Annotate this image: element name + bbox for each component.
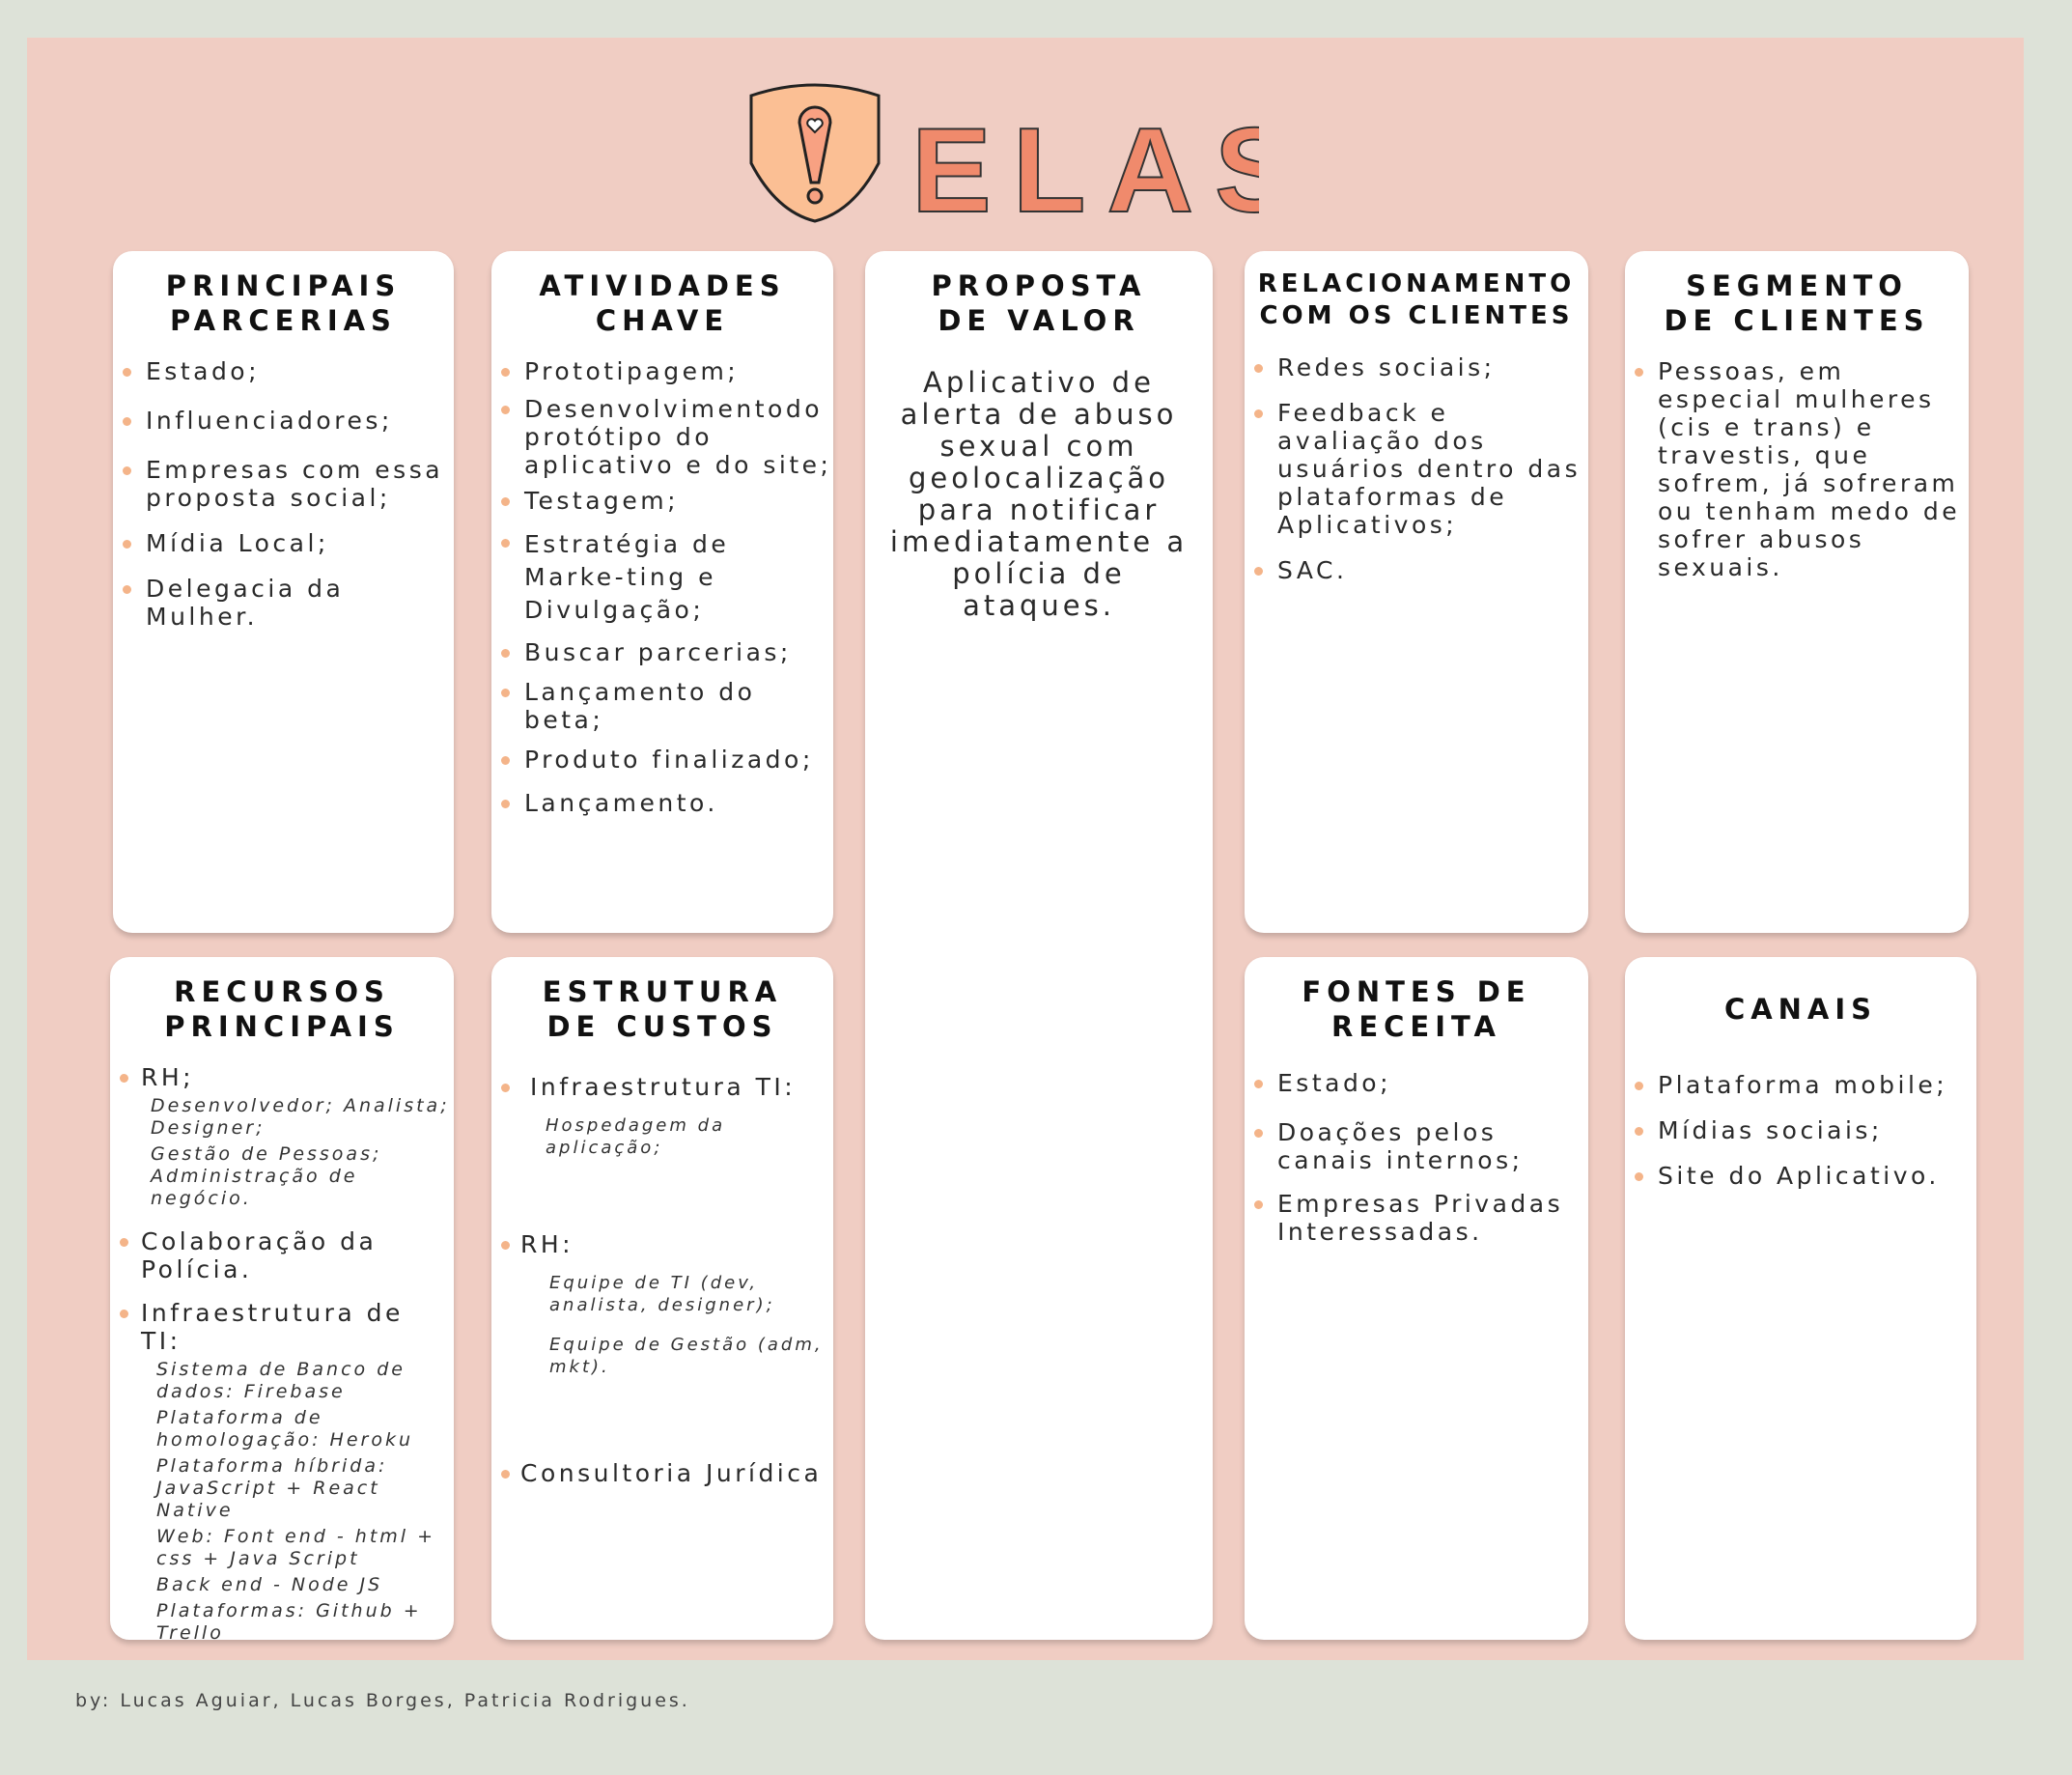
value-proposition-text: Aplicativo de alerta de abuso sexual com…	[889, 366, 1189, 622]
list-item: RH; Desenvolvedor; Analista; Designer; G…	[110, 1063, 454, 1210]
list-item: Redes sociais;	[1245, 353, 1588, 381]
canvas-board: ELAS PRINCIPAIS PARCERIAS Estado; Influe…	[27, 38, 2024, 1660]
list-item: Mídia Local;	[113, 529, 454, 557]
card-title: RELACIONAMENTO COM OS CLIENTES	[1257, 269, 1576, 330]
list-item: Consultoria Jurídica	[491, 1459, 833, 1487]
list-item: Infraestrutura de TI: Sistema de Banco d…	[110, 1299, 454, 1645]
card-title: PRINCIPAIS PARCERIAS	[165, 269, 402, 337]
list-item: SAC.	[1245, 556, 1588, 584]
card-title: ATIVIDADES CHAVE	[539, 269, 786, 337]
list-item-detail: Desenvolvedor; Analista; Designer;	[151, 1095, 450, 1139]
list-item: Infraestrutura TI: Hospedagem da aplicaç…	[491, 1073, 833, 1159]
shield-alert-pin-heart-icon	[749, 83, 881, 223]
card-atividades-chave: ATIVIDADES CHAVE Prototipagem; Desenvolv…	[491, 251, 833, 933]
list-item-detail: Hospedagem da aplicação;	[546, 1115, 726, 1158]
list-item: Buscar parcerias;	[491, 638, 833, 666]
card-fontes-receita: FONTES DE RECEITA Estado; Doações pelos …	[1245, 957, 1588, 1640]
list-item: Doações pelos canais internos;	[1245, 1118, 1588, 1174]
list-item-detail: Back end - Node JS	[156, 1574, 383, 1595]
list-item-label: Infraestrutura de TI:	[141, 1299, 404, 1355]
list-item-label: Consultoria Jurídica	[520, 1459, 823, 1487]
list-item-detail: Sistema de Banco de dados: Firebase	[156, 1359, 406, 1402]
card-title: RECURSOS PRINCIPAIS	[164, 975, 400, 1043]
card-segmento-clientes: SEGMENTO DE CLIENTES Pessoas, em especia…	[1625, 251, 1969, 933]
card-principais-parcerias: PRINCIPAIS PARCERIAS Estado; Influenciad…	[113, 251, 454, 933]
list-item-detail: Plataforma híbrida: JavaScript + React N…	[156, 1455, 388, 1521]
card-proposta-de-valor: PROPOSTA DE VALOR Aplicativo de alerta d…	[865, 251, 1213, 1640]
card-title: ESTRUTURA DE CUSTOS	[542, 975, 783, 1043]
list-item: Estado;	[1245, 1069, 1588, 1097]
logo: ELAS	[749, 83, 1259, 231]
list-item: Desenvolvimentodo protótipo do aplicativ…	[491, 395, 833, 479]
card-recursos-principais: RECURSOS PRINCIPAIS RH; Desenvolvedor; A…	[110, 957, 454, 1644]
list-item-label: Infraestrutura TI:	[530, 1073, 797, 1101]
logo-text: ELAS	[911, 104, 1259, 231]
card-title: CANAIS	[1723, 993, 1878, 1026]
list-item: Estado;	[113, 357, 454, 385]
list-item: Prototipagem;	[491, 357, 833, 385]
card-canais: CANAIS Plataforma mobile; Mídias sociais…	[1625, 957, 1976, 1640]
list-item: Pessoas, em especial mulheres (cis e tra…	[1625, 357, 1969, 581]
list-item: Site do Aplicativo.	[1625, 1162, 1976, 1190]
list-item: Empresas Privadas Interessadas.	[1245, 1190, 1588, 1246]
list-item-label: Colaboração da Polícia.	[141, 1227, 378, 1283]
list-item: Colaboração da Polícia.	[110, 1227, 454, 1283]
card-title: FONTES DE RECEITA	[1302, 975, 1531, 1043]
list-item: Lançamento.	[491, 789, 833, 817]
list-item-detail: Gestão de Pessoas; Administração de negó…	[151, 1143, 382, 1209]
list-item-detail: Equipe de TI (dev, analista, designer);	[549, 1273, 775, 1315]
card-estrutura-custos: ESTRUTURA DE CUSTOS Infraestrutura TI: H…	[491, 957, 833, 1640]
list-item: Influenciadores;	[113, 407, 454, 435]
list-item-detail: Plataformas: Github + Trello	[156, 1600, 422, 1644]
list-item: Mídias sociais;	[1625, 1116, 1976, 1144]
list-item: RH: Equipe de TI (dev, analista, designe…	[491, 1230, 833, 1378]
list-item: Feedback e avaliação dos usuários dentro…	[1245, 399, 1588, 539]
list-item-detail: Web: Font end - html + css + Java Script	[156, 1526, 436, 1569]
card-title: PROPOSTA DE VALOR	[931, 269, 1147, 337]
list-item: Plataforma mobile;	[1625, 1071, 1976, 1099]
list-item: Produto finalizado;	[491, 746, 833, 774]
list-item: Empresas com essa proposta social;	[113, 456, 454, 512]
list-item: Testagem;	[491, 487, 833, 515]
card-title: SEGMENTO DE CLIENTES	[1664, 269, 1930, 337]
list-item-detail: Plataforma de homologação: Heroku	[156, 1407, 414, 1451]
authors-credit: by: Lucas Aguiar, Lucas Borges, Patricia…	[75, 1690, 690, 1711]
list-item: Lançamento do beta;	[491, 678, 833, 734]
list-item-label: RH;	[141, 1063, 195, 1091]
card-relacionamento-clientes: RELACIONAMENTO COM OS CLIENTES Redes soc…	[1245, 251, 1588, 933]
list-item: Estratégia de Marke-ting e Divulgação;	[491, 528, 833, 627]
list-item-label: RH:	[520, 1230, 574, 1258]
list-item-detail: Equipe de Gestão (adm, mkt).	[549, 1335, 824, 1377]
list-item: Delegacia da Mulher.	[113, 575, 454, 631]
